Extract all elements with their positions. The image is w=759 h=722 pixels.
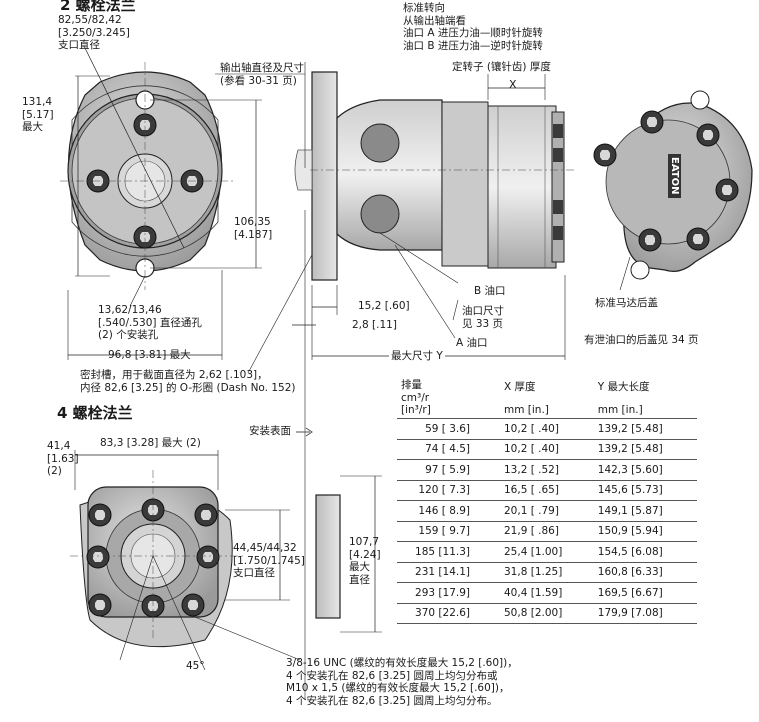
angle-label: 45°	[186, 660, 205, 672]
x-thickness-cell: 25,4 [1.00]	[500, 541, 594, 562]
x-thickness-cell: 10,2 [ .40]	[500, 438, 594, 460]
table-row: 159 [ 9.7]21,9 [ .86]150,9 [5.94]	[397, 520, 697, 542]
displacement-cell: 293 [17.9]	[397, 582, 500, 603]
table-row: 146 [ 8.9]20,1 [ .79]149,1 [5.87]	[397, 500, 697, 521]
two-bolt-flange-front-view	[60, 45, 314, 374]
section-title-2-bolt: 2 螺栓法兰	[60, 0, 136, 14]
port-size-note: 油口尺寸 见 33 页	[462, 305, 504, 330]
dim-15-2: 15,2 [.60]	[358, 300, 410, 312]
displacement-cell: 74 [ 4.5]	[397, 438, 500, 460]
header-y-length: Y 最大长度 mm [in.]	[597, 381, 650, 416]
seal-groove-note: 密封槽，用于截面直径为 2,62 [.103]， 内径 82,6 [3.25] …	[80, 369, 296, 394]
height-max-4-label: 107,7 [4.24] 最大 直径	[349, 536, 381, 586]
eaton-logo: EATON	[668, 154, 681, 198]
table-row: 59 [ 3.6]10,2 [ .40]139,2 [5.48]	[397, 418, 697, 439]
dim-41-4: 41,4 [1.63] (2)	[47, 440, 79, 477]
end-cap-label: 标准马达后盖	[595, 297, 658, 309]
x-thickness-cell: 50,8 [2.00]	[500, 602, 594, 624]
thread-note: 3/8-16 UNC (螺纹的有效长度最大 15,2 [.60])， 4 个安装…	[286, 657, 518, 707]
through-hole-label: 13,62/13,46 [.540/.530] 直径通孔 (2) 个安装孔	[98, 304, 202, 341]
stator-thickness-label: 定转子 (镶针齿) 厚度	[452, 61, 551, 73]
section-title-4-bolt: 4 螺栓法兰	[57, 404, 133, 422]
x-thickness-cell: 16,5 [ .65]	[500, 479, 594, 501]
table-row: 97 [ 5.9]13,2 [ .52]142,3 [5.60]	[397, 459, 697, 480]
pilot-diameter-label: 82,55/82,42 [3.250/3.245] 支口直径	[58, 14, 130, 51]
header-x-thickness: X 厚度 mm [in.]	[504, 381, 549, 416]
table-header-row: 排量 cm³/r [in³/r] X 厚度 mm [in.] Y 最大长度 mm…	[397, 375, 697, 419]
shaft-note: 输出轴直径及尺寸 (参看 30-31 页)	[220, 62, 304, 87]
dim-2-8: 2,8 [.11]	[352, 319, 397, 331]
x-thickness-cell: 21,9 [ .86]	[500, 520, 594, 542]
x-dimension-label: X	[509, 78, 517, 91]
displacement-cell: 146 [ 8.9]	[397, 500, 500, 521]
port-b-label: B 油口	[474, 285, 506, 297]
mounting-surface-label: 安装表面	[249, 425, 291, 437]
y-length-cell: 150,9 [5.94]	[593, 520, 697, 542]
x-thickness-cell: 40,4 [1.59]	[500, 582, 594, 603]
max-y-label: 最大尺寸 Y	[389, 350, 445, 363]
displacement-cell: 59 [ 3.6]	[397, 418, 500, 439]
table-row: 74 [ 4.5]10,2 [ .40]139,2 [5.48]	[397, 438, 697, 460]
table-row: 370 [22.6]50,8 [2.00]179,9 [7.08]	[397, 602, 697, 624]
pilot-diameter-4-label: 44,45/44,32 [1.750/1.745] 支口直径	[233, 542, 305, 579]
dim-83-3: 83,3 [3.28] 最大 (2)	[100, 437, 201, 449]
motor-side-view	[215, 62, 575, 700]
displacement-cell: 97 [ 5.9]	[397, 459, 500, 480]
width-max-label: 96,8 [3.81] 最大	[108, 349, 191, 361]
height-max-label: 131,4 [5.17] 最大	[22, 96, 54, 133]
table-row: 293 [17.9]40,4 [1.59]169,5 [6.67]	[397, 582, 697, 603]
y-length-cell: 149,1 [5.87]	[593, 500, 697, 521]
y-length-cell: 160,8 [6.33]	[593, 561, 697, 583]
port-a-label: A 油口	[456, 337, 488, 349]
y-length-cell: 179,9 [7.08]	[593, 602, 697, 624]
drain-note: 有泄油口的后盖见 34 页	[584, 334, 699, 346]
displacement-table: 排量 cm³/r [in³/r] X 厚度 mm [in.] Y 最大长度 mm…	[397, 375, 697, 624]
y-length-cell: 142,3 [5.60]	[593, 459, 697, 480]
displacement-cell: 370 [22.6]	[397, 602, 500, 624]
y-length-cell: 139,2 [5.48]	[593, 438, 697, 460]
four-bolt-flange-side-view	[296, 427, 382, 633]
displacement-cell: 231 [14.1]	[397, 561, 500, 583]
x-thickness-cell: 10,2 [ .40]	[500, 418, 594, 439]
y-length-cell: 169,5 [6.67]	[593, 582, 697, 603]
bolt-circle-label: 106,35 [4.187]	[234, 216, 273, 241]
table-row: 231 [14.1]31,8 [1.25]160,8 [6.33]	[397, 561, 697, 583]
four-bolt-flange-front-view	[70, 450, 301, 671]
y-length-cell: 139,2 [5.48]	[593, 418, 697, 439]
x-thickness-cell: 13,2 [ .52]	[500, 459, 594, 480]
displacement-cell: 185 [11.3]	[397, 541, 500, 562]
displacement-cell: 159 [ 9.7]	[397, 520, 500, 542]
y-length-cell: 145,6 [5.73]	[593, 479, 697, 501]
table-row: 185 [11.3]25,4 [1.00]154,5 [6.08]	[397, 541, 697, 562]
x-thickness-cell: 31,8 [1.25]	[500, 561, 594, 583]
header-displacement: 排量 cm³/r [in³/r]	[401, 379, 431, 416]
x-thickness-cell: 20,1 [ .79]	[500, 500, 594, 521]
table-row: 120 [ 7.3]16,5 [ .65]145,6 [5.73]	[397, 479, 697, 501]
displacement-cell: 120 [ 7.3]	[397, 479, 500, 501]
y-length-cell: 154,5 [6.08]	[593, 541, 697, 562]
rotation-note: 标准转向 从输出轴端看 油口 A 进压力油—顺时针旋转 油口 B 进压力油—逆时…	[403, 2, 543, 52]
